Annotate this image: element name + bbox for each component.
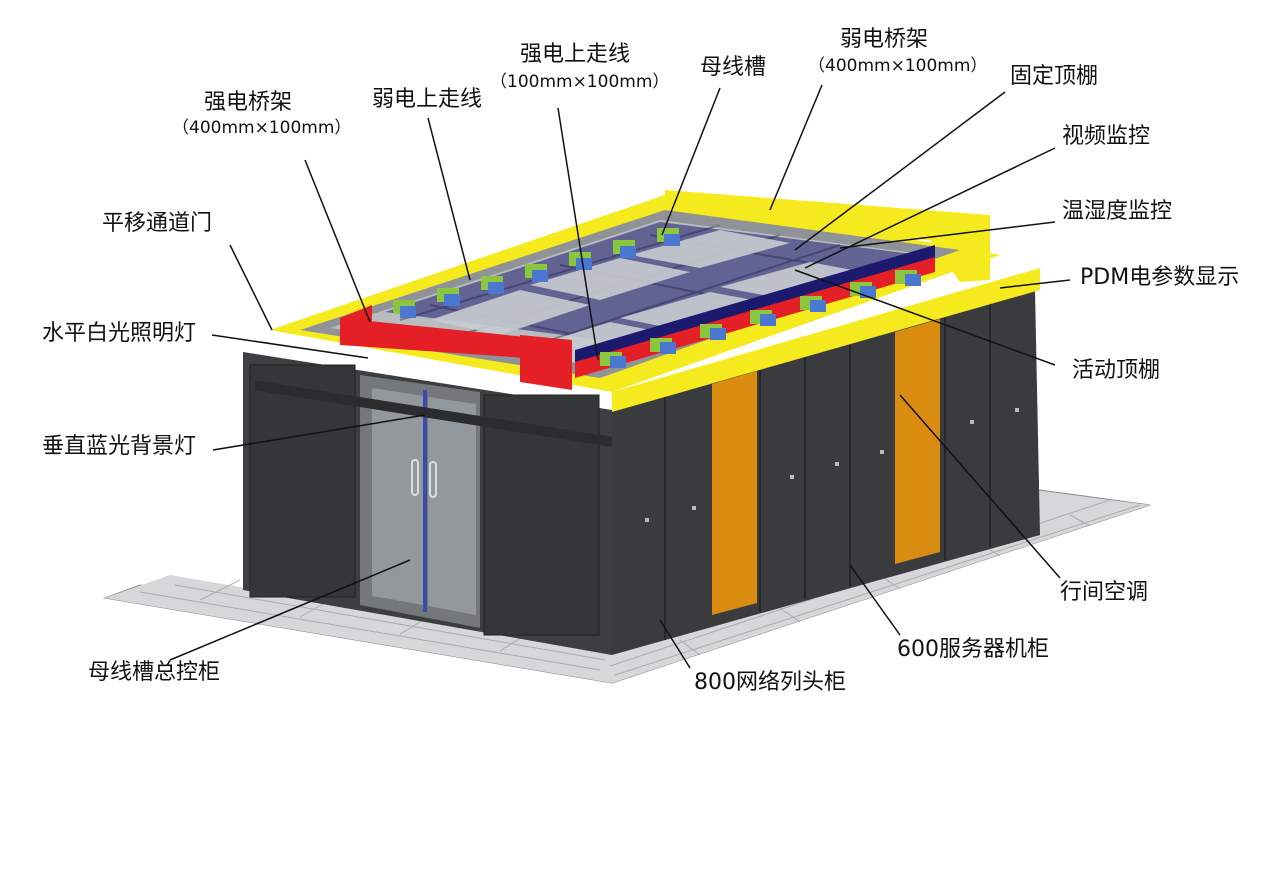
label-strong-overhead-size: （100mm×100mm） xyxy=(490,72,670,92)
label-temp-humidity: 温湿度监控 xyxy=(1062,199,1173,224)
label-strong-overhead: 强电上走线 xyxy=(520,42,631,67)
label-active-ceiling: 活动顶棚 xyxy=(1072,358,1161,383)
label-weak-overhead: 弱电上走线 xyxy=(372,87,483,112)
label-server-rack: 600服务器机柜 xyxy=(897,637,1049,662)
label-weak-tray: 弱电桥架 xyxy=(840,27,929,52)
label-white-light: 水平白光照明灯 xyxy=(42,321,197,346)
label-network-rack: 800网络列头柜 xyxy=(694,670,846,695)
label-inrow-ac: 行间空调 xyxy=(1060,580,1149,605)
label-strong-tray: 强电桥架 xyxy=(204,90,293,115)
label-busway: 母线槽 xyxy=(700,55,767,80)
label-fixed-ceiling: 固定顶棚 xyxy=(1010,64,1099,89)
front-face xyxy=(243,352,615,655)
leader-lines xyxy=(169,84,1071,669)
label-blue-light: 垂直蓝光背景灯 xyxy=(42,434,197,459)
label-sliding-door: 平移通道门 xyxy=(102,211,213,236)
label-strong-tray-size: （400mm×100mm） xyxy=(172,118,352,138)
label-pdm-display: PDM电参数显示 xyxy=(1080,265,1240,290)
label-weak-tray-size: （400mm×100mm） xyxy=(808,56,988,76)
label-busway-cabinet: 母线槽总控柜 xyxy=(88,660,221,685)
label-video-monitor: 视频监控 xyxy=(1062,124,1151,149)
cable-boxes xyxy=(393,228,921,368)
